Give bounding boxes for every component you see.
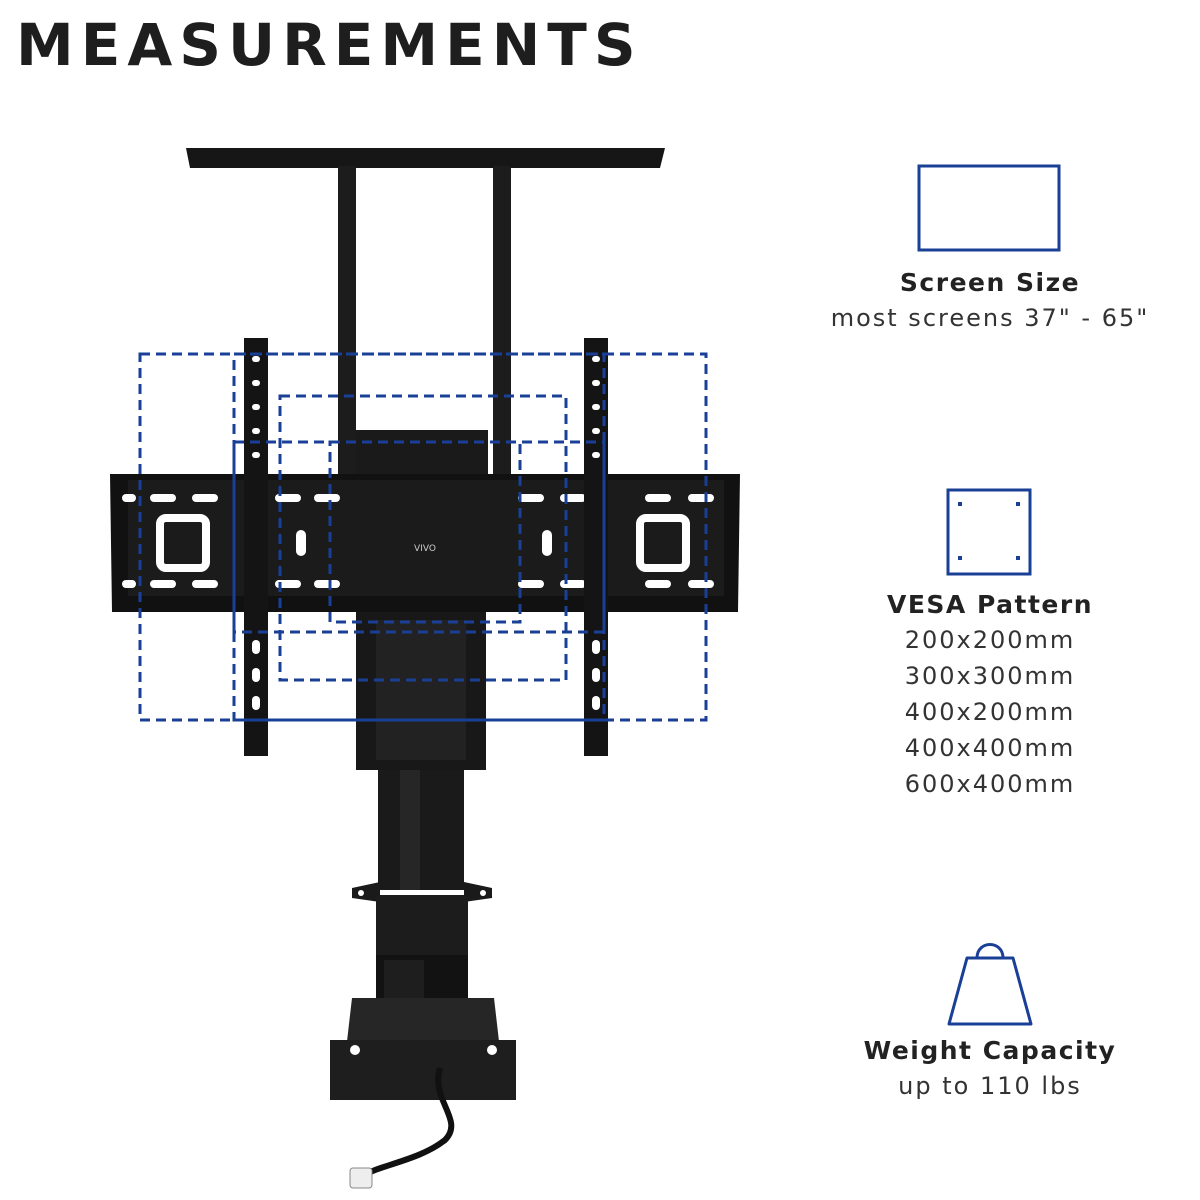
vesa-outline-300x300 xyxy=(278,394,568,682)
base-riser xyxy=(346,998,500,1050)
vesa-pattern-value: 600x400mm xyxy=(904,770,1076,798)
screen-size-title: Screen Size xyxy=(899,268,1081,297)
weight-capacity-value: up to 110 lbs xyxy=(898,1072,1082,1100)
weight-capacity-spec: Weight Capacity up to 110 lbs xyxy=(850,934,1130,1104)
vesa-pattern-spec: VESA Pattern 200x200mm 300x300mm 400x200… xyxy=(860,488,1120,802)
weight-capacity-title: Weight Capacity xyxy=(863,1036,1117,1065)
page-title: MEASUREMENTS xyxy=(16,11,643,79)
right-support-post xyxy=(493,166,511,478)
column-lower xyxy=(376,895,468,955)
right-side-bracket xyxy=(464,882,492,902)
mount-logo: VIVO xyxy=(414,544,436,554)
vesa-outline-600x400 xyxy=(138,352,708,722)
screen-size-spec: Screen Size most screens 37" - 65" xyxy=(830,164,1150,336)
left-support-post xyxy=(338,166,356,478)
vesa-pattern-icon xyxy=(946,488,1032,576)
vesa-pattern-value: 200x200mm xyxy=(904,626,1076,654)
vesa-pattern-value: 400x400mm xyxy=(904,734,1076,762)
mount-bracket-top xyxy=(356,430,488,475)
mount-plate-slots xyxy=(122,494,714,588)
vesa-pattern-value: 300x300mm xyxy=(904,662,1076,690)
cable-plug xyxy=(349,1167,373,1189)
screen-size-value: most screens 37" - 65" xyxy=(830,304,1150,332)
top-shelf xyxy=(186,148,665,168)
base-plate xyxy=(330,1040,516,1100)
vesa-pattern-outlines xyxy=(138,352,708,722)
power-cable xyxy=(363,1067,455,1178)
screen-icon xyxy=(917,164,1061,252)
vesa-pattern-value: 400x200mm xyxy=(904,698,1076,726)
left-tv-arm xyxy=(244,338,268,756)
vesa-pattern-title: VESA Pattern xyxy=(887,590,1093,619)
weight-icon xyxy=(947,943,1033,1026)
tv-lift-mount-illustration: VIVO xyxy=(110,148,740,1189)
vesa-outline-200x200 xyxy=(328,440,522,624)
column-highlight xyxy=(400,770,420,890)
left-side-bracket xyxy=(352,882,380,902)
column-inner-face xyxy=(376,620,466,760)
lift-column xyxy=(378,770,464,890)
